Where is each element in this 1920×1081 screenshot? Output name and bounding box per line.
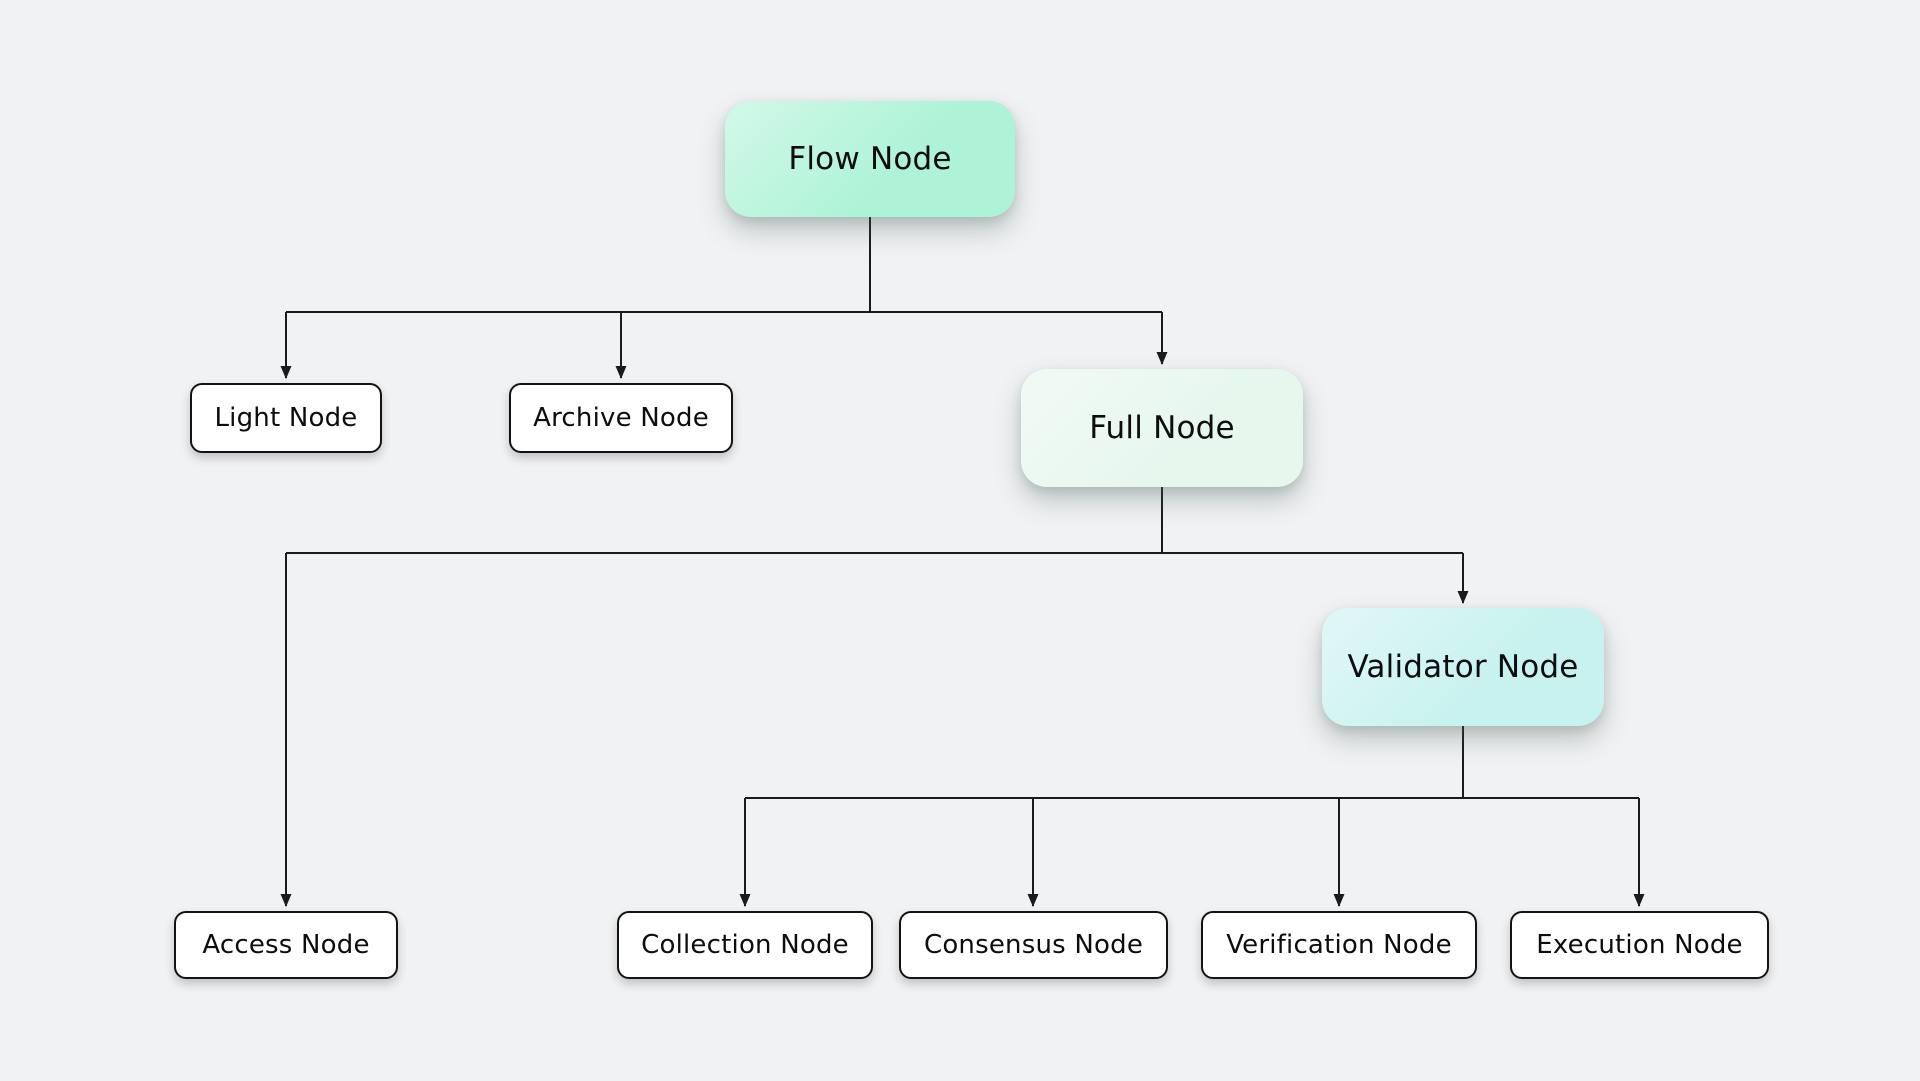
node-validator: Validator Node <box>1322 608 1604 726</box>
node-label: Verification Node <box>1226 930 1452 960</box>
node-label: Consensus Node <box>923 930 1144 960</box>
node-flow: Flow Node <box>725 101 1015 217</box>
node-execution: Execution Node <box>1510 911 1769 979</box>
node-label: Collection Node <box>641 930 849 960</box>
node-label: Access Node <box>202 930 370 960</box>
edge-group <box>280 217 1645 907</box>
node-archive: Archive Node <box>509 383 733 453</box>
node-label: Execution Node <box>1536 930 1743 960</box>
node-consensus: Consensus Node <box>899 911 1168 979</box>
node-label: Full Node <box>1089 410 1235 446</box>
node-label: Archive Node <box>533 403 709 433</box>
node-access: Access Node <box>174 911 398 979</box>
node-collection: Collection Node <box>617 911 873 979</box>
node-light: Light Node <box>190 383 382 453</box>
node-full: Full Node <box>1021 369 1303 487</box>
node-verification: Verification Node <box>1201 911 1477 979</box>
node-label: Light Node <box>214 403 358 433</box>
node-label: Validator Node <box>1347 649 1579 685</box>
node-label: Flow Node <box>788 141 952 177</box>
